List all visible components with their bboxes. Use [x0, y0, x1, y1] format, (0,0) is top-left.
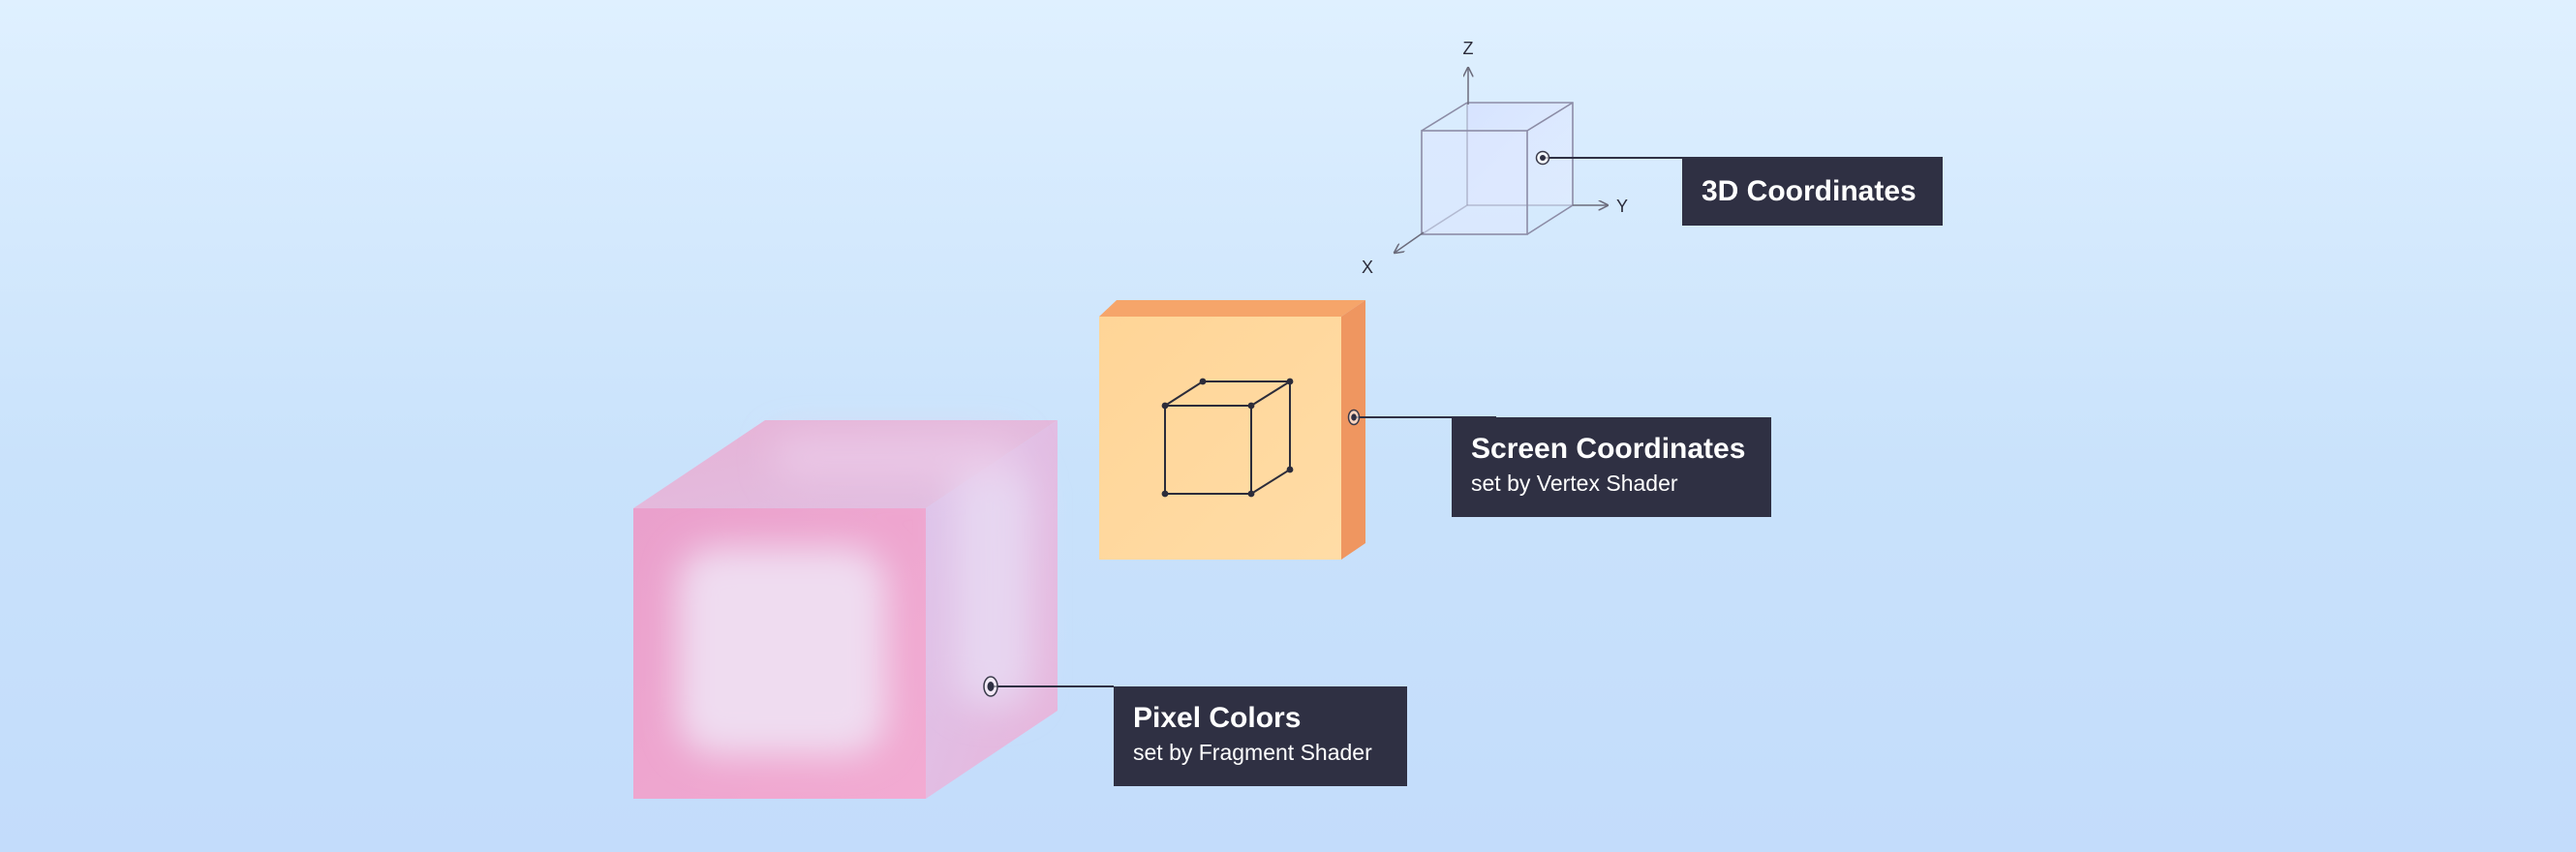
label-3d-coordinates-title: 3D Coordinates	[1702, 174, 1917, 207]
projected-cube-vertices	[1161, 378, 1294, 498]
x-axis	[1395, 231, 1425, 253]
marker-3d-dot	[1540, 155, 1546, 161]
label-screen-coordinates-subtitle: set by Vertex Shader	[1471, 471, 1678, 496]
label-pixel-colors-subtitle: set by Fragment Shader	[1133, 740, 1372, 765]
wireframe-cube-3d: Z Y X	[1362, 39, 1682, 277]
marker-screen-dot	[1351, 413, 1357, 421]
z-axis-label: Z	[1463, 39, 1474, 58]
label-screen-coordinates-title: Screen Coordinates	[1471, 433, 1746, 465]
y-axis-label: Y	[1616, 197, 1628, 216]
screen-panel	[1099, 300, 1496, 560]
screen-panel-face	[1099, 317, 1341, 560]
wire-cube-front-face	[1422, 131, 1527, 234]
label-3d-coordinates: 3D Coordinates	[1682, 157, 1943, 226]
screen-panel-top	[1099, 300, 1365, 317]
screen-panel-side	[1341, 300, 1365, 560]
label-pixel-colors: Pixel Colors set by Fragment Shader	[1114, 686, 1407, 786]
pixel-cube	[633, 420, 1114, 799]
pixel-cube-glow	[678, 436, 1031, 755]
x-axis-label: X	[1362, 258, 1373, 277]
marker-pixel-dot	[987, 682, 995, 691]
label-screen-coordinates: Screen Coordinates set by Vertex Shader	[1452, 417, 1771, 517]
label-pixel-colors-title: Pixel Colors	[1133, 702, 1302, 734]
